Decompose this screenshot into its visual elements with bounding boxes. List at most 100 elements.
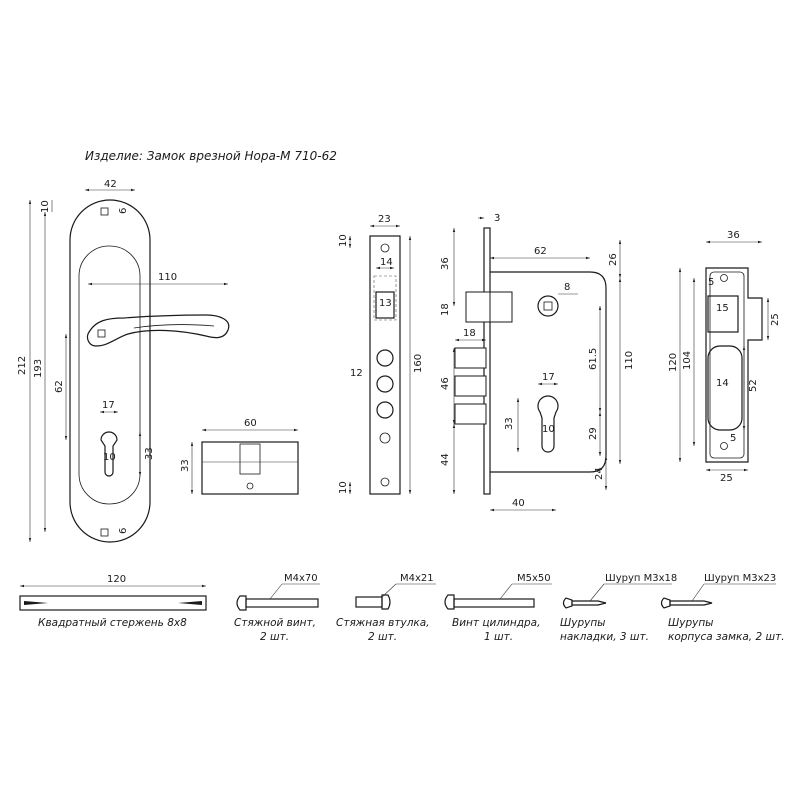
dim-faceplate-width: 23 [378,214,391,225]
faceplate-bolt-3 [376,401,394,419]
lockbody-bolt-1 [454,347,487,369]
cylinder-screw-caption-2: 1 шт. [484,631,513,643]
dim-lockbody-17: 17 [542,372,555,383]
plate-screws-caption-2: накладки, 3 шт. [560,631,649,643]
cylinder-view: 60 33 [180,418,299,495]
dim-rod-length: 120 [107,574,126,585]
handle-plate-outline [69,199,151,543]
dim-strike-120: 120 [668,353,679,372]
tie-screw-head [236,595,247,611]
handle-cylinder-hole [100,431,118,477]
rod-caption: Квадратный стержень 8х8 [38,617,187,629]
rod-chamfer-left [24,601,48,605]
plate-screws-size: Шуруп М3х18 [605,573,677,584]
dim-strike-15: 15 [716,303,729,314]
dim-faceplate-bottom: 10 [338,481,349,494]
lockbody-spindle-hub [537,295,559,317]
dim-lockbody-width: 62 [534,246,547,257]
tie-sleeve-view: М4х21 Стяжная втулка, 2 шт. [336,573,436,643]
dim-lockbody-top-right: 26 [608,253,619,266]
dim-lockbody-615: 61.5 [588,348,599,370]
dim-faceplate-latch: 14 [380,257,393,268]
dim-faceplate-side: 12 [350,368,363,379]
handle-plate-inner [78,245,141,505]
dim-strike-bottom-width: 25 [720,473,733,484]
handle-lever-highlight [133,324,215,329]
dim-strike-5-bottom: 5 [730,433,736,444]
dim-cylinder-length: 60 [244,418,257,429]
dim-faceplate-length: 160 [413,354,424,373]
plate-screws-caption-1: Шурупы [560,617,605,629]
dim-cylinder-height: 33 [180,459,191,472]
dim-lockbody-24: 24 [594,467,605,480]
lockbody-latch-inner [489,291,513,323]
lockbody-spindle-square [543,301,553,311]
dim-handle-total: 212 [17,356,28,375]
lockbody-view: 3 62 36 26 8 18 18 61.5 110 46 17 33 10 … [440,213,635,512]
tie-sleeve-head [381,594,391,610]
dim-strike-width: 36 [727,230,740,241]
tie-screw-size: М4х70 [284,573,318,584]
tie-screw-shank [245,598,319,608]
rod-view: 120 Квадратный стержень 8х8 [19,574,207,629]
dim-lockbody-110: 110 [624,351,635,370]
dim-strike-5-top: 5 [708,277,714,288]
rod-outline [19,595,207,611]
dim-cyl-height: 33 [144,447,155,460]
tie-sleeve-body [355,596,383,608]
dim-strike-14: 14 [716,378,729,389]
plate-screws-view: Шуруп М3х18 Шурупы накладки, 3 шт. [560,573,677,643]
strike-hole-bottom [720,442,728,450]
handle-spindle-square [97,329,106,338]
dim-strike-52: 52 [748,379,759,392]
body-screws-caption-1: Шурупы [668,617,713,629]
cylinder-screw-caption-1: Винт цилиндра, [452,617,540,629]
dim-faceplate-square: 13 [379,298,392,309]
strike-hole-top [720,274,728,282]
lockbody-bolt-2 [454,375,487,397]
lockbody-latch [465,291,491,323]
dim-lockbody-latch: 18 [440,303,451,316]
product-title: Изделие: Замок врезной Нора-М 710-62 [85,149,337,163]
handle-screw-hole-top [100,207,109,216]
faceplate-bolt-1 [376,349,394,367]
faceplate-cyl-screw [379,432,391,444]
body-screw-shank [669,600,713,606]
dim-cyl-width: 17 [102,400,115,411]
plate-screw-shank [571,600,607,606]
faceplate-latch-window [373,275,397,321]
body-screws-caption-2: корпуса замка, 2 шт. [668,631,785,643]
dim-lockbody-square: 8 [564,282,570,293]
faceplate-bolt-2 [376,375,394,393]
strike-plate-view: 36 120 104 5 15 25 14 52 5 25 [668,230,781,484]
tie-sleeve-caption-1: Стяжная втулка, [336,617,430,629]
cylinder-cam [239,443,261,475]
leader-line [269,583,283,600]
body-screw-head [660,597,671,609]
faceplate-outline [369,235,401,495]
dim-lockbody-40: 40 [512,498,525,509]
handle-plate-view: 42 212 193 10 110 62 17 10 33 6 6 [17,179,230,543]
tie-sleeve-caption-2: 2 шт. [368,631,397,643]
rod-chamfer-right [178,601,202,605]
leader-line [499,583,513,600]
dim-faceplate-top: 10 [338,234,349,247]
dim-cyl-inner: 10 [103,452,116,463]
handle-lever [86,314,230,347]
lockbody-case [490,271,607,473]
cylinder-screw-size: М5х50 [517,573,551,584]
faceplate-view: 23 10 10 14 13 12 160 [338,214,424,495]
cylinder-screw-view: М5х50 Винт цилиндра, 1 шт. [444,573,552,643]
leader-line [381,583,397,598]
cylinder-screw-shank [453,598,535,608]
dim-lever-length: 110 [158,272,177,283]
dim-handle-axes: 193 [33,359,44,378]
plate-screw-head [562,597,573,609]
dim-screw-bottom: 6 [118,528,129,534]
leader-line [691,583,705,602]
dim-lockbody-10: 10 [542,424,555,435]
faceplate-hole-bottom [380,477,390,487]
cylinder-body [201,441,299,495]
faceplate-latch [375,291,395,319]
tie-screw-caption-2: 2 шт. [260,631,289,643]
